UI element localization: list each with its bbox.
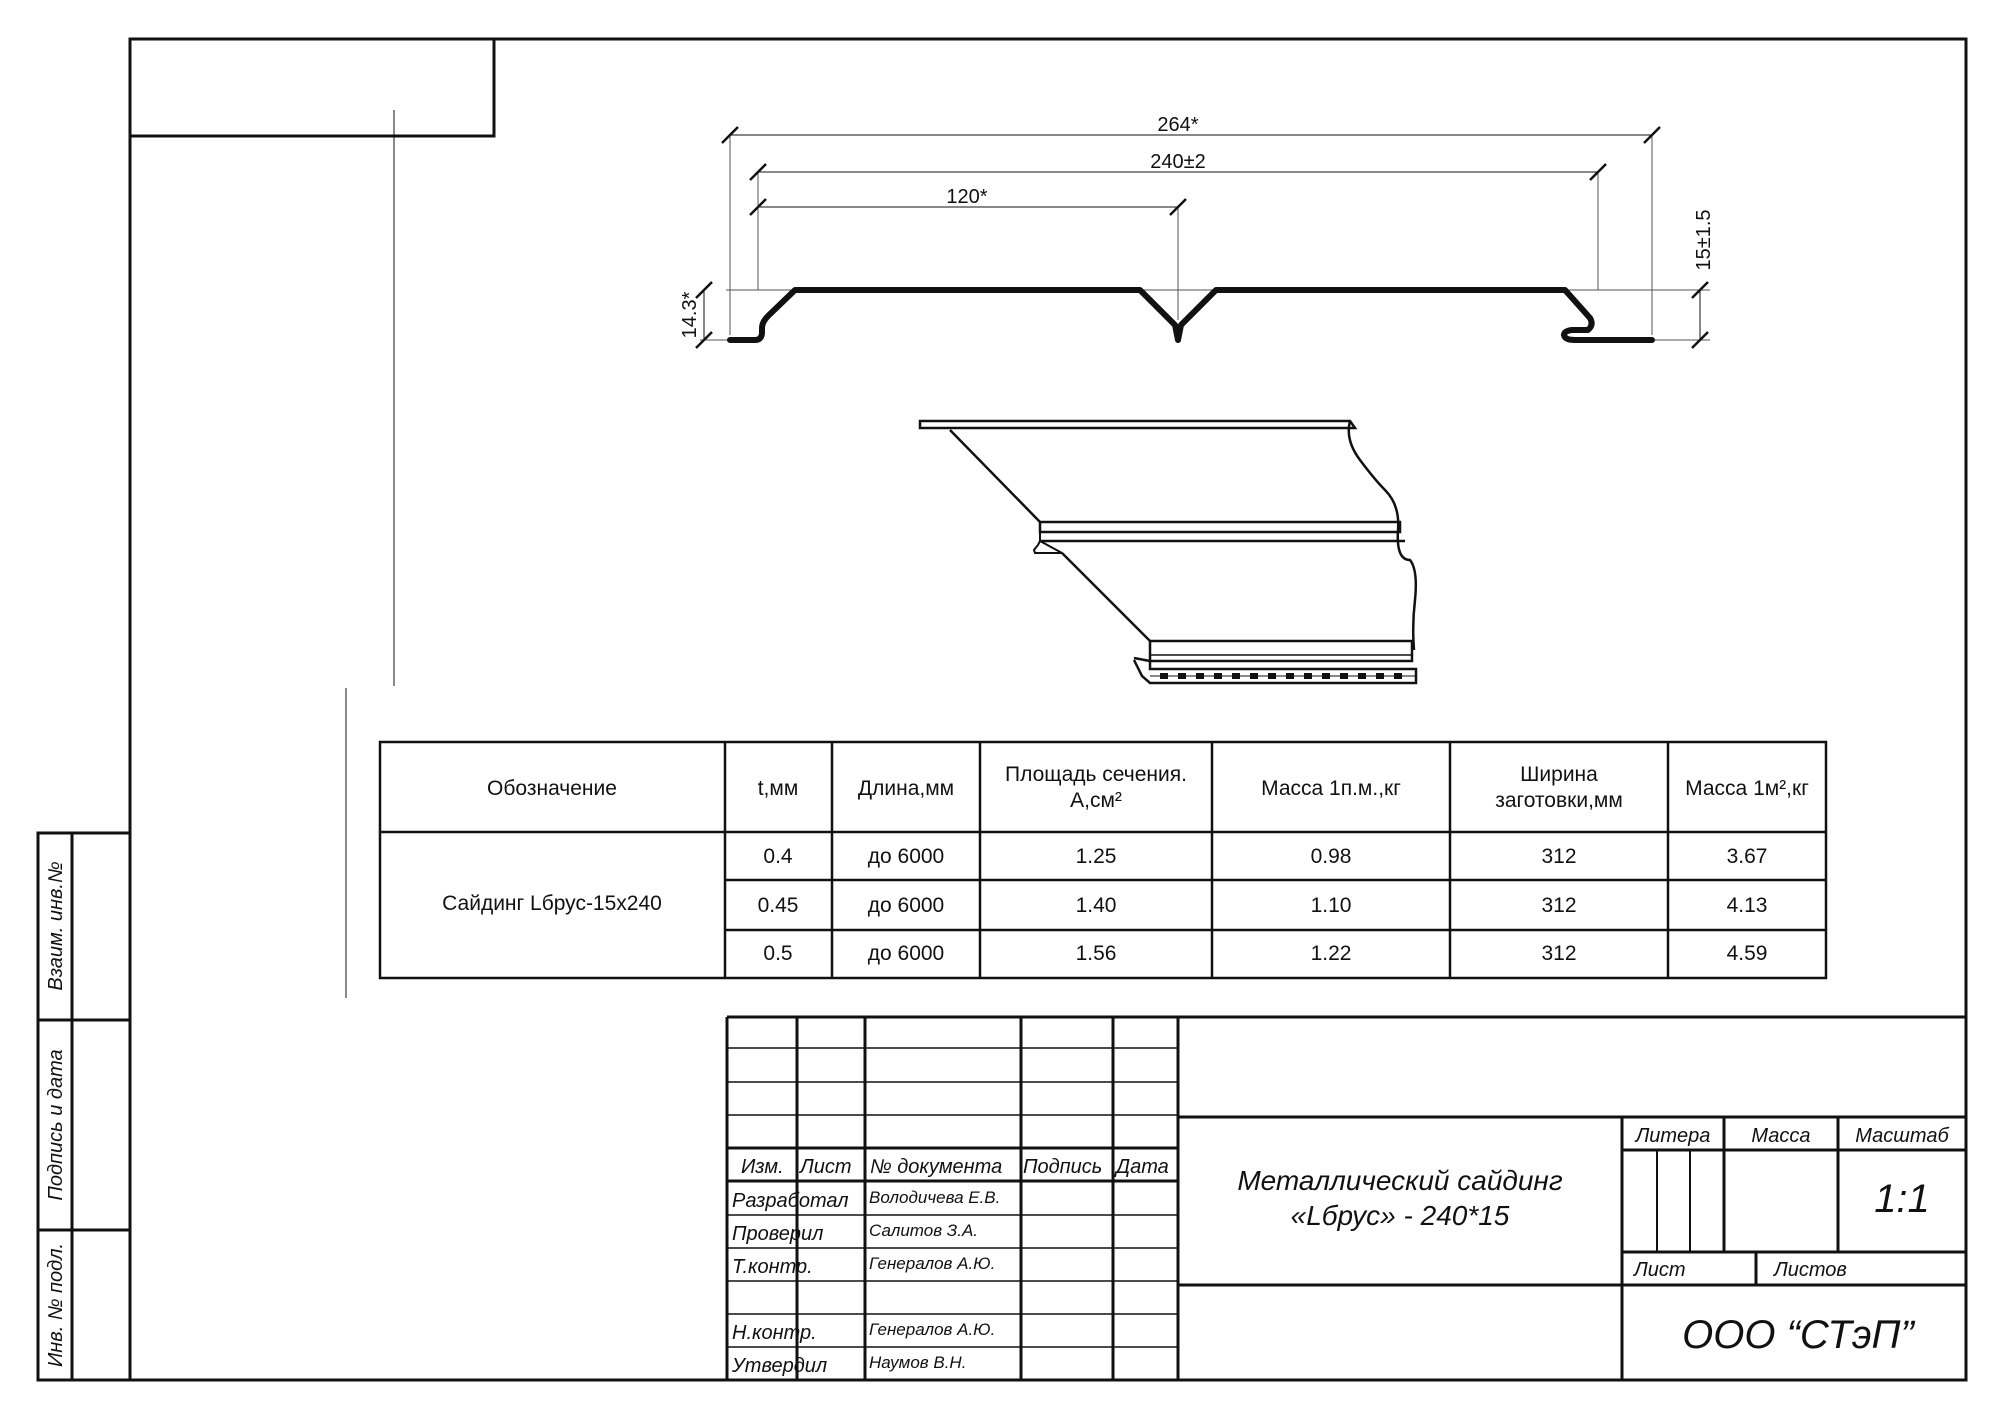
table-cell: 312 (1541, 894, 1576, 917)
table-cell: 4.13 (1727, 894, 1768, 917)
table-cell: 1.40 (1076, 894, 1117, 917)
header-mass-per-meter: Масса 1п.м.,кг (1261, 777, 1401, 800)
side-stamp (36, 831, 132, 1382)
header-thickness: t,мм (758, 777, 799, 800)
table-cell: 1.10 (1311, 894, 1352, 917)
litera-label: Литера (1634, 1125, 1711, 1147)
person-name: Наумов В.Н. (869, 1353, 966, 1372)
scale-value: 1:1 (1874, 1177, 1930, 1221)
dimension-ticks (695, 126, 1709, 349)
panel-3d-view (918, 419, 1418, 685)
side-stamp-bottom-label: Инв. № подл. (45, 1243, 67, 1367)
role-label: Утвердил (731, 1355, 827, 1377)
table-cell: 1.25 (1076, 845, 1117, 868)
profile-section: 264* 240±2 120* 15±1.5 14.3* (679, 114, 1715, 349)
table-cell: 3.67 (1727, 845, 1768, 868)
massa-label: Масса (1751, 1125, 1810, 1147)
table-cell: 0.5 (763, 942, 792, 965)
spec-table-grid (378, 740, 1828, 980)
role-label: Н.контр. (732, 1322, 817, 1344)
profile-outline (727, 287, 1655, 343)
header-blank-width-line2: заготовки,мм (1495, 789, 1623, 812)
header-designation: Обозначение (487, 777, 617, 800)
title-block-grid (725, 1015, 1966, 1380)
header-signature: Подпись (1023, 1156, 1102, 1178)
person-name: Володичева Е.В. (869, 1188, 1000, 1207)
table-row: 0.45 до 6000 1.40 1.10 312 4.13 (758, 894, 1768, 917)
table-cell: 1.22 (1311, 942, 1352, 965)
role-label: Проверил (732, 1223, 823, 1245)
role-label: Т.контр. (732, 1256, 813, 1278)
title-block-headers: Изм. Лист № документа Подпись Дата (741, 1156, 1169, 1178)
dimension-overall-width: 264* (1157, 114, 1198, 136)
table-cell: до 6000 (868, 845, 944, 868)
perforation-slots (1160, 673, 1402, 679)
table-cell: 0.45 (758, 894, 799, 917)
dimension-half-width: 120* (946, 186, 987, 208)
listov-label: Листов (1772, 1259, 1847, 1281)
drawing-title-line2: «Lбрус» - 240*15 (1291, 1200, 1510, 1231)
header-document-no: № документа (870, 1156, 1002, 1178)
company-name: ООО “СТэП” (1682, 1313, 1915, 1357)
list-label: Лист (1632, 1259, 1686, 1281)
table-cell: 312 (1541, 942, 1576, 965)
table-cell: 0.98 (1311, 845, 1352, 868)
spec-table-header: Обозначение t,мм Длина,мм Площадь сечени… (487, 763, 1809, 812)
side-stamp-top-label: Взаим. инв.№ (45, 861, 67, 990)
person-name: Салитов З.А. (869, 1221, 978, 1240)
table-cell: 312 (1541, 845, 1576, 868)
header-section-area-line1: Площадь сечения. (1005, 763, 1187, 786)
header-section-area-line2: А,см² (1070, 789, 1122, 812)
role-label: Разработал (732, 1190, 849, 1212)
dimension-profile-height: 15±1.5 (1693, 209, 1715, 270)
table-cell: до 6000 (868, 942, 944, 965)
table-cell: 0.4 (763, 845, 793, 868)
drawing-title-line1: Металлический сайдинг (1237, 1165, 1563, 1196)
person-name: Генералов А.Ю. (869, 1320, 995, 1339)
dimension-working-width: 240±2 (1150, 151, 1205, 173)
table-cell: 4.59 (1727, 942, 1768, 965)
table-cell: до 6000 (868, 894, 944, 917)
side-stamp-middle-label: Подпись и дата (45, 1049, 67, 1200)
spec-table-body: 0.4 до 6000 1.25 0.98 312 3.67 0.45 до 6… (758, 845, 1768, 965)
table-designation-value: Сайдинг Lбрус-15x240 (442, 892, 662, 915)
sheet-frame (128, 37, 1968, 1382)
dimension-lines (703, 134, 1701, 340)
header-list: Лист (798, 1156, 852, 1178)
person-name: Генералов А.Ю. (869, 1254, 995, 1273)
header-blank-width-line1: Ширина (1520, 763, 1598, 786)
header-length: Длина,мм (858, 777, 954, 800)
table-cell: 1.56 (1076, 942, 1117, 965)
title-block-roles: Разработал Володичева Е.В. Проверил Сали… (731, 1188, 1000, 1377)
table-row: 0.5 до 6000 1.56 1.22 312 4.59 (763, 942, 1767, 965)
dimension-edge-height: 14.3* (679, 291, 701, 338)
table-row: 0.4 до 6000 1.25 0.98 312 3.67 (763, 845, 1767, 868)
header-izm: Изм. (741, 1156, 784, 1178)
header-date: Дата (1114, 1156, 1169, 1178)
masshtab-label: Масштаб (1855, 1125, 1949, 1147)
header-mass-per-sqm: Масса 1м²,кг (1685, 777, 1809, 800)
